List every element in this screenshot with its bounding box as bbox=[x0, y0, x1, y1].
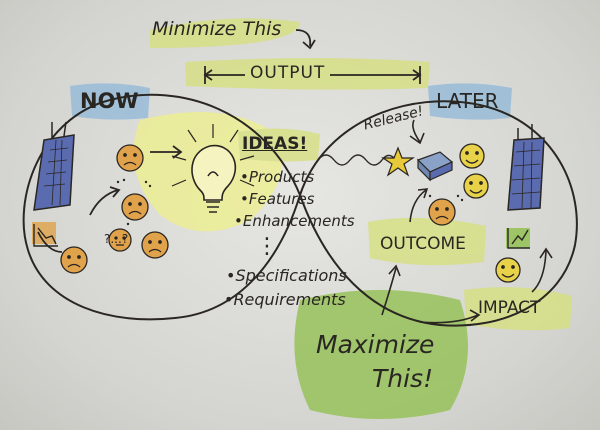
outcome-label: OUTCOME bbox=[380, 234, 466, 254]
confused-face-icon bbox=[108, 228, 132, 252]
impact-label: IMPACT bbox=[478, 298, 541, 318]
right-loop bbox=[299, 100, 578, 327]
ideas-item-specifications: •Specifications bbox=[226, 266, 347, 285]
ideas-ellipsis: ⋮ bbox=[256, 234, 278, 259]
ideas-item-products: •Products bbox=[240, 168, 315, 186]
maximize-line2: This! bbox=[372, 364, 434, 393]
smiley-face-icon bbox=[459, 143, 485, 169]
minimize-highlight bbox=[150, 18, 300, 48]
maximize-line1: Maximize bbox=[316, 330, 435, 359]
ideas-item-enhancements: •Enhancements bbox=[234, 212, 355, 230]
sad-face-icon bbox=[121, 193, 149, 221]
left-loop bbox=[22, 93, 301, 321]
sad-face-icon bbox=[116, 144, 144, 172]
ideas-item-requirements: •Requirements bbox=[224, 290, 346, 309]
building-icon-later bbox=[507, 124, 545, 211]
sad-face-icon bbox=[60, 246, 88, 274]
outcome-highlight bbox=[368, 217, 486, 266]
outcome-arrow-icon bbox=[381, 119, 553, 324]
output-label: OUTPUT bbox=[250, 63, 326, 83]
product-box-icon bbox=[416, 151, 454, 182]
now-label: NOW bbox=[80, 89, 139, 113]
ideas-title: IDEAS! bbox=[242, 134, 308, 154]
output-highlight bbox=[185, 58, 430, 90]
now-confusion-label: ?...? bbox=[104, 232, 129, 246]
star-icon bbox=[381, 146, 415, 177]
spiral-arrow-icon bbox=[317, 154, 395, 166]
building-icon bbox=[33, 121, 75, 211]
arrow-icon bbox=[37, 145, 183, 253]
lightbulb-icon bbox=[171, 124, 255, 213]
ideas-item-features: •Features bbox=[240, 190, 315, 208]
chart-down-icon bbox=[32, 222, 58, 247]
ideas-highlight bbox=[238, 128, 320, 162]
highlights bbox=[70, 18, 572, 419]
sad-face-icon bbox=[141, 231, 169, 259]
later-label: LATER bbox=[436, 89, 499, 113]
minimize-arrow-icon bbox=[295, 29, 316, 50]
now-highlight bbox=[70, 83, 150, 120]
motion-dots bbox=[116, 178, 464, 226]
chart-up-icon bbox=[506, 228, 530, 249]
smiley-face-icon bbox=[495, 257, 521, 283]
infinity-loop bbox=[22, 93, 578, 327]
impact-highlight bbox=[464, 287, 572, 331]
sad-face-icon bbox=[428, 198, 456, 226]
smiley-face-icon bbox=[463, 173, 489, 199]
later-highlight bbox=[428, 83, 512, 120]
output-arrow-icon bbox=[203, 66, 422, 84]
minimize-label: Minimize This bbox=[152, 18, 282, 40]
